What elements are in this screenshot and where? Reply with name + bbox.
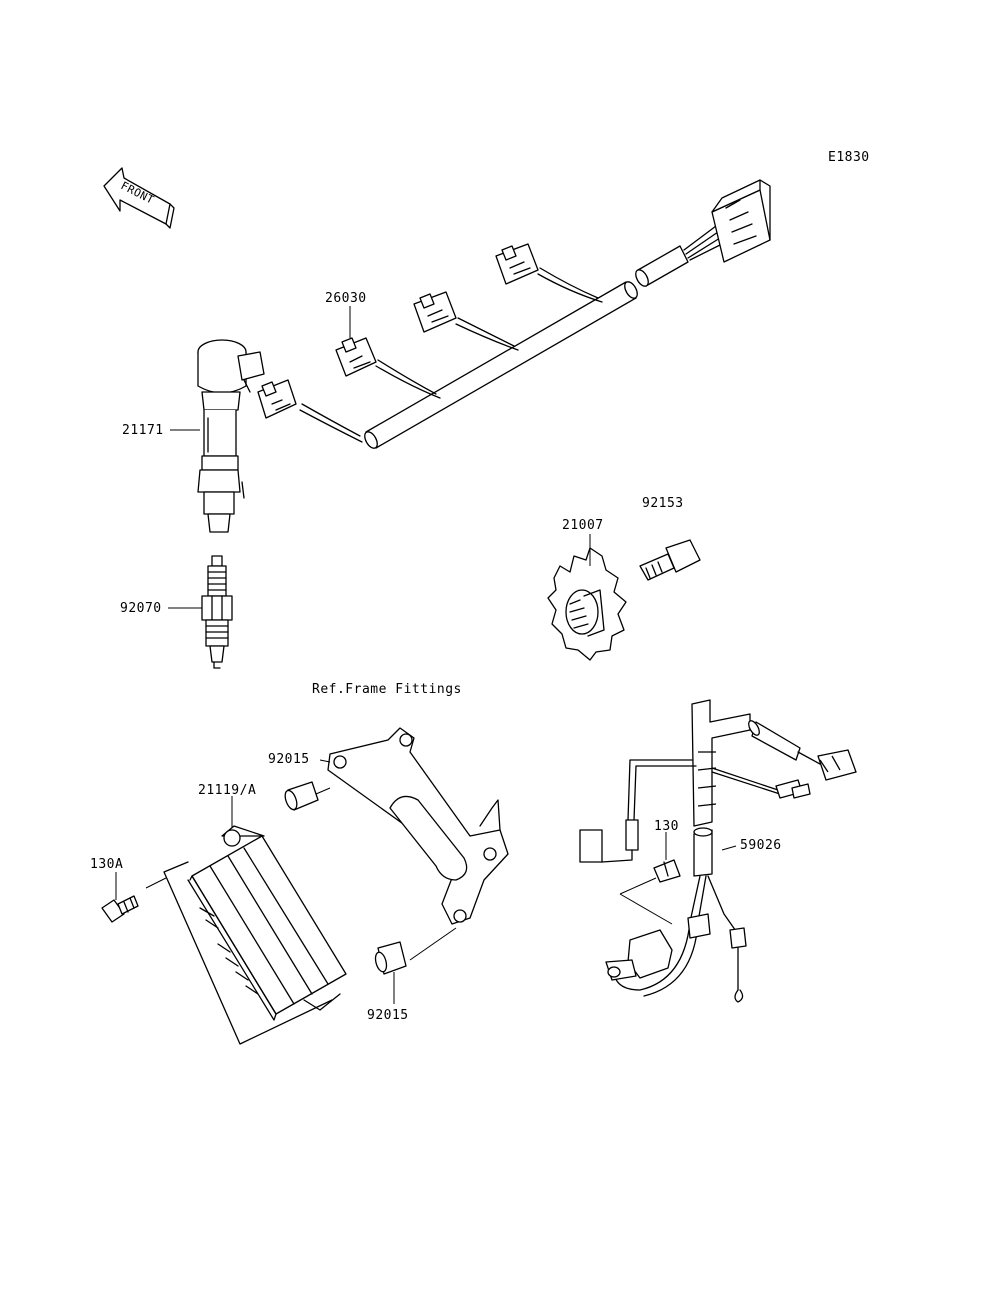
- leader-bolt-130-dashed: [619, 877, 673, 925]
- label-21007: 21007: [562, 518, 604, 533]
- label-92015-lower: 92015: [367, 1008, 409, 1023]
- label-92015-upper: 92015: [268, 752, 310, 767]
- label-26030: 26030: [325, 291, 367, 306]
- alignment-lines: [315, 787, 457, 961]
- leader-92015-upper: [319, 759, 331, 763]
- front-arrow-icon: FRONT: [103, 167, 175, 229]
- label-130: 130: [654, 819, 679, 834]
- igniter-unit: [163, 825, 347, 1045]
- bolt-92153: [639, 539, 701, 581]
- label-92070: 92070: [120, 601, 162, 616]
- collar-upper: [284, 781, 319, 811]
- diagram-code: E1830: [828, 150, 870, 165]
- label-130a: 130A: [90, 857, 123, 872]
- label-59026: 59026: [740, 838, 782, 853]
- collar-lower: [374, 941, 407, 975]
- mounting-bracket: [327, 727, 509, 925]
- reference-note: Ref.Frame Fittings: [312, 682, 462, 697]
- leader-59026: [721, 845, 737, 851]
- bolt-130a: [101, 895, 139, 923]
- sensor-harness: [579, 699, 857, 1003]
- timing-rotor: [547, 547, 627, 661]
- label-92153: 92153: [642, 496, 684, 511]
- leader-bolt-130a-dashed: [145, 877, 167, 889]
- spark-plug: [201, 555, 233, 669]
- ignition-coil: [197, 339, 265, 533]
- coil-harness: [257, 179, 771, 449]
- label-21119A: 21119/A: [198, 783, 256, 798]
- bolt-130: [653, 859, 681, 883]
- label-21171: 21171: [122, 423, 164, 438]
